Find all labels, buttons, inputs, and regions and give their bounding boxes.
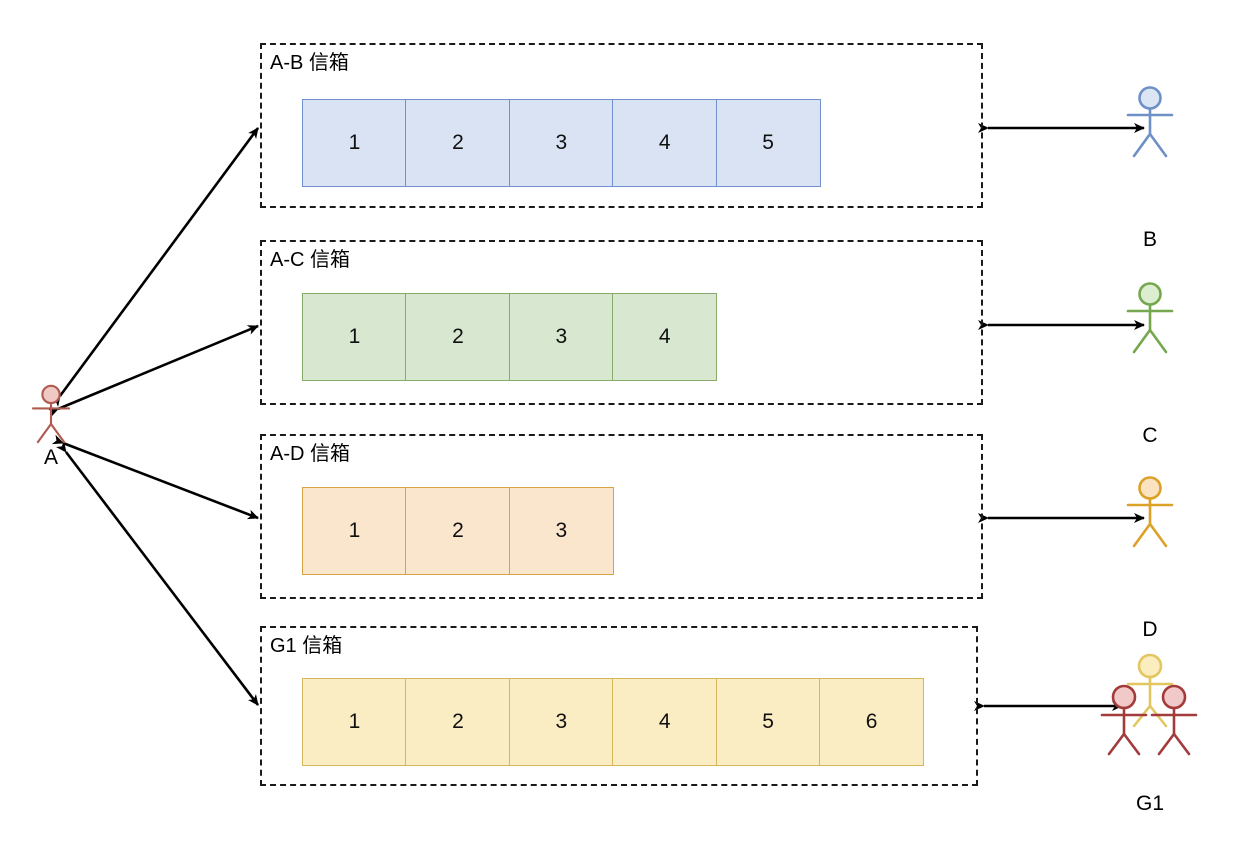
queue-slot[interactable]: 3 bbox=[508, 99, 614, 187]
queue-slot[interactable]: 2 bbox=[405, 293, 511, 381]
actor-c[interactable]: C bbox=[1122, 282, 1178, 447]
arrow-a-to-g1 bbox=[55, 441, 260, 706]
actor-label-a: A bbox=[43, 446, 58, 469]
actor-label-g1: G1 bbox=[1135, 792, 1164, 815]
mailbox-label-a-b: A-B 信箱 bbox=[270, 52, 349, 74]
queue-slot[interactable]: 4 bbox=[612, 99, 718, 187]
stick-figure-icon bbox=[1122, 476, 1178, 555]
arrow-a-to-ac bbox=[46, 324, 259, 418]
actor-label-c: C bbox=[1142, 424, 1158, 447]
queue-slot[interactable]: 1 bbox=[302, 487, 407, 575]
queue-slot[interactable]: 4 bbox=[612, 293, 718, 381]
actor-b[interactable]: B bbox=[1122, 86, 1178, 251]
queue-slot[interactable]: 3 bbox=[508, 487, 614, 575]
mailbox-label-a-d: A-D 信箱 bbox=[270, 443, 350, 465]
queue-slot[interactable]: 2 bbox=[405, 99, 511, 187]
stick-figure-icon bbox=[28, 384, 74, 451]
queue-slot[interactable]: 6 bbox=[819, 678, 925, 766]
queue-slot[interactable]: 1 bbox=[302, 293, 407, 381]
queue-slot[interactable]: 2 bbox=[405, 487, 511, 575]
mailbox-label-g1: G1 信箱 bbox=[270, 635, 343, 657]
queue-slot[interactable]: 3 bbox=[508, 678, 614, 766]
actor-label-b: B bbox=[1142, 228, 1157, 251]
actor-d[interactable]: D bbox=[1122, 476, 1178, 641]
queue-slot[interactable]: 4 bbox=[612, 678, 718, 766]
arrow-a-to-ad bbox=[51, 434, 259, 520]
queue-slot[interactable]: 1 bbox=[302, 678, 407, 766]
queue-slot[interactable]: 3 bbox=[508, 293, 614, 381]
stick-figure-group-icon bbox=[1098, 650, 1202, 767]
actor-a[interactable]: A bbox=[28, 384, 74, 469]
stick-figure-icon bbox=[1122, 282, 1178, 361]
queue-slot[interactable]: 5 bbox=[715, 678, 821, 766]
stick-figure-icon bbox=[1122, 86, 1178, 165]
mailbox-label-a-c: A-C 信箱 bbox=[270, 249, 350, 271]
actor-label-d: D bbox=[1142, 618, 1158, 641]
queue-slot[interactable]: 1 bbox=[302, 99, 407, 187]
arrow-a-to-ab bbox=[50, 127, 260, 408]
queue-slot[interactable]: 5 bbox=[715, 99, 821, 187]
actor-g1[interactable]: G1 bbox=[1098, 650, 1202, 815]
queue-slot[interactable]: 2 bbox=[405, 678, 511, 766]
